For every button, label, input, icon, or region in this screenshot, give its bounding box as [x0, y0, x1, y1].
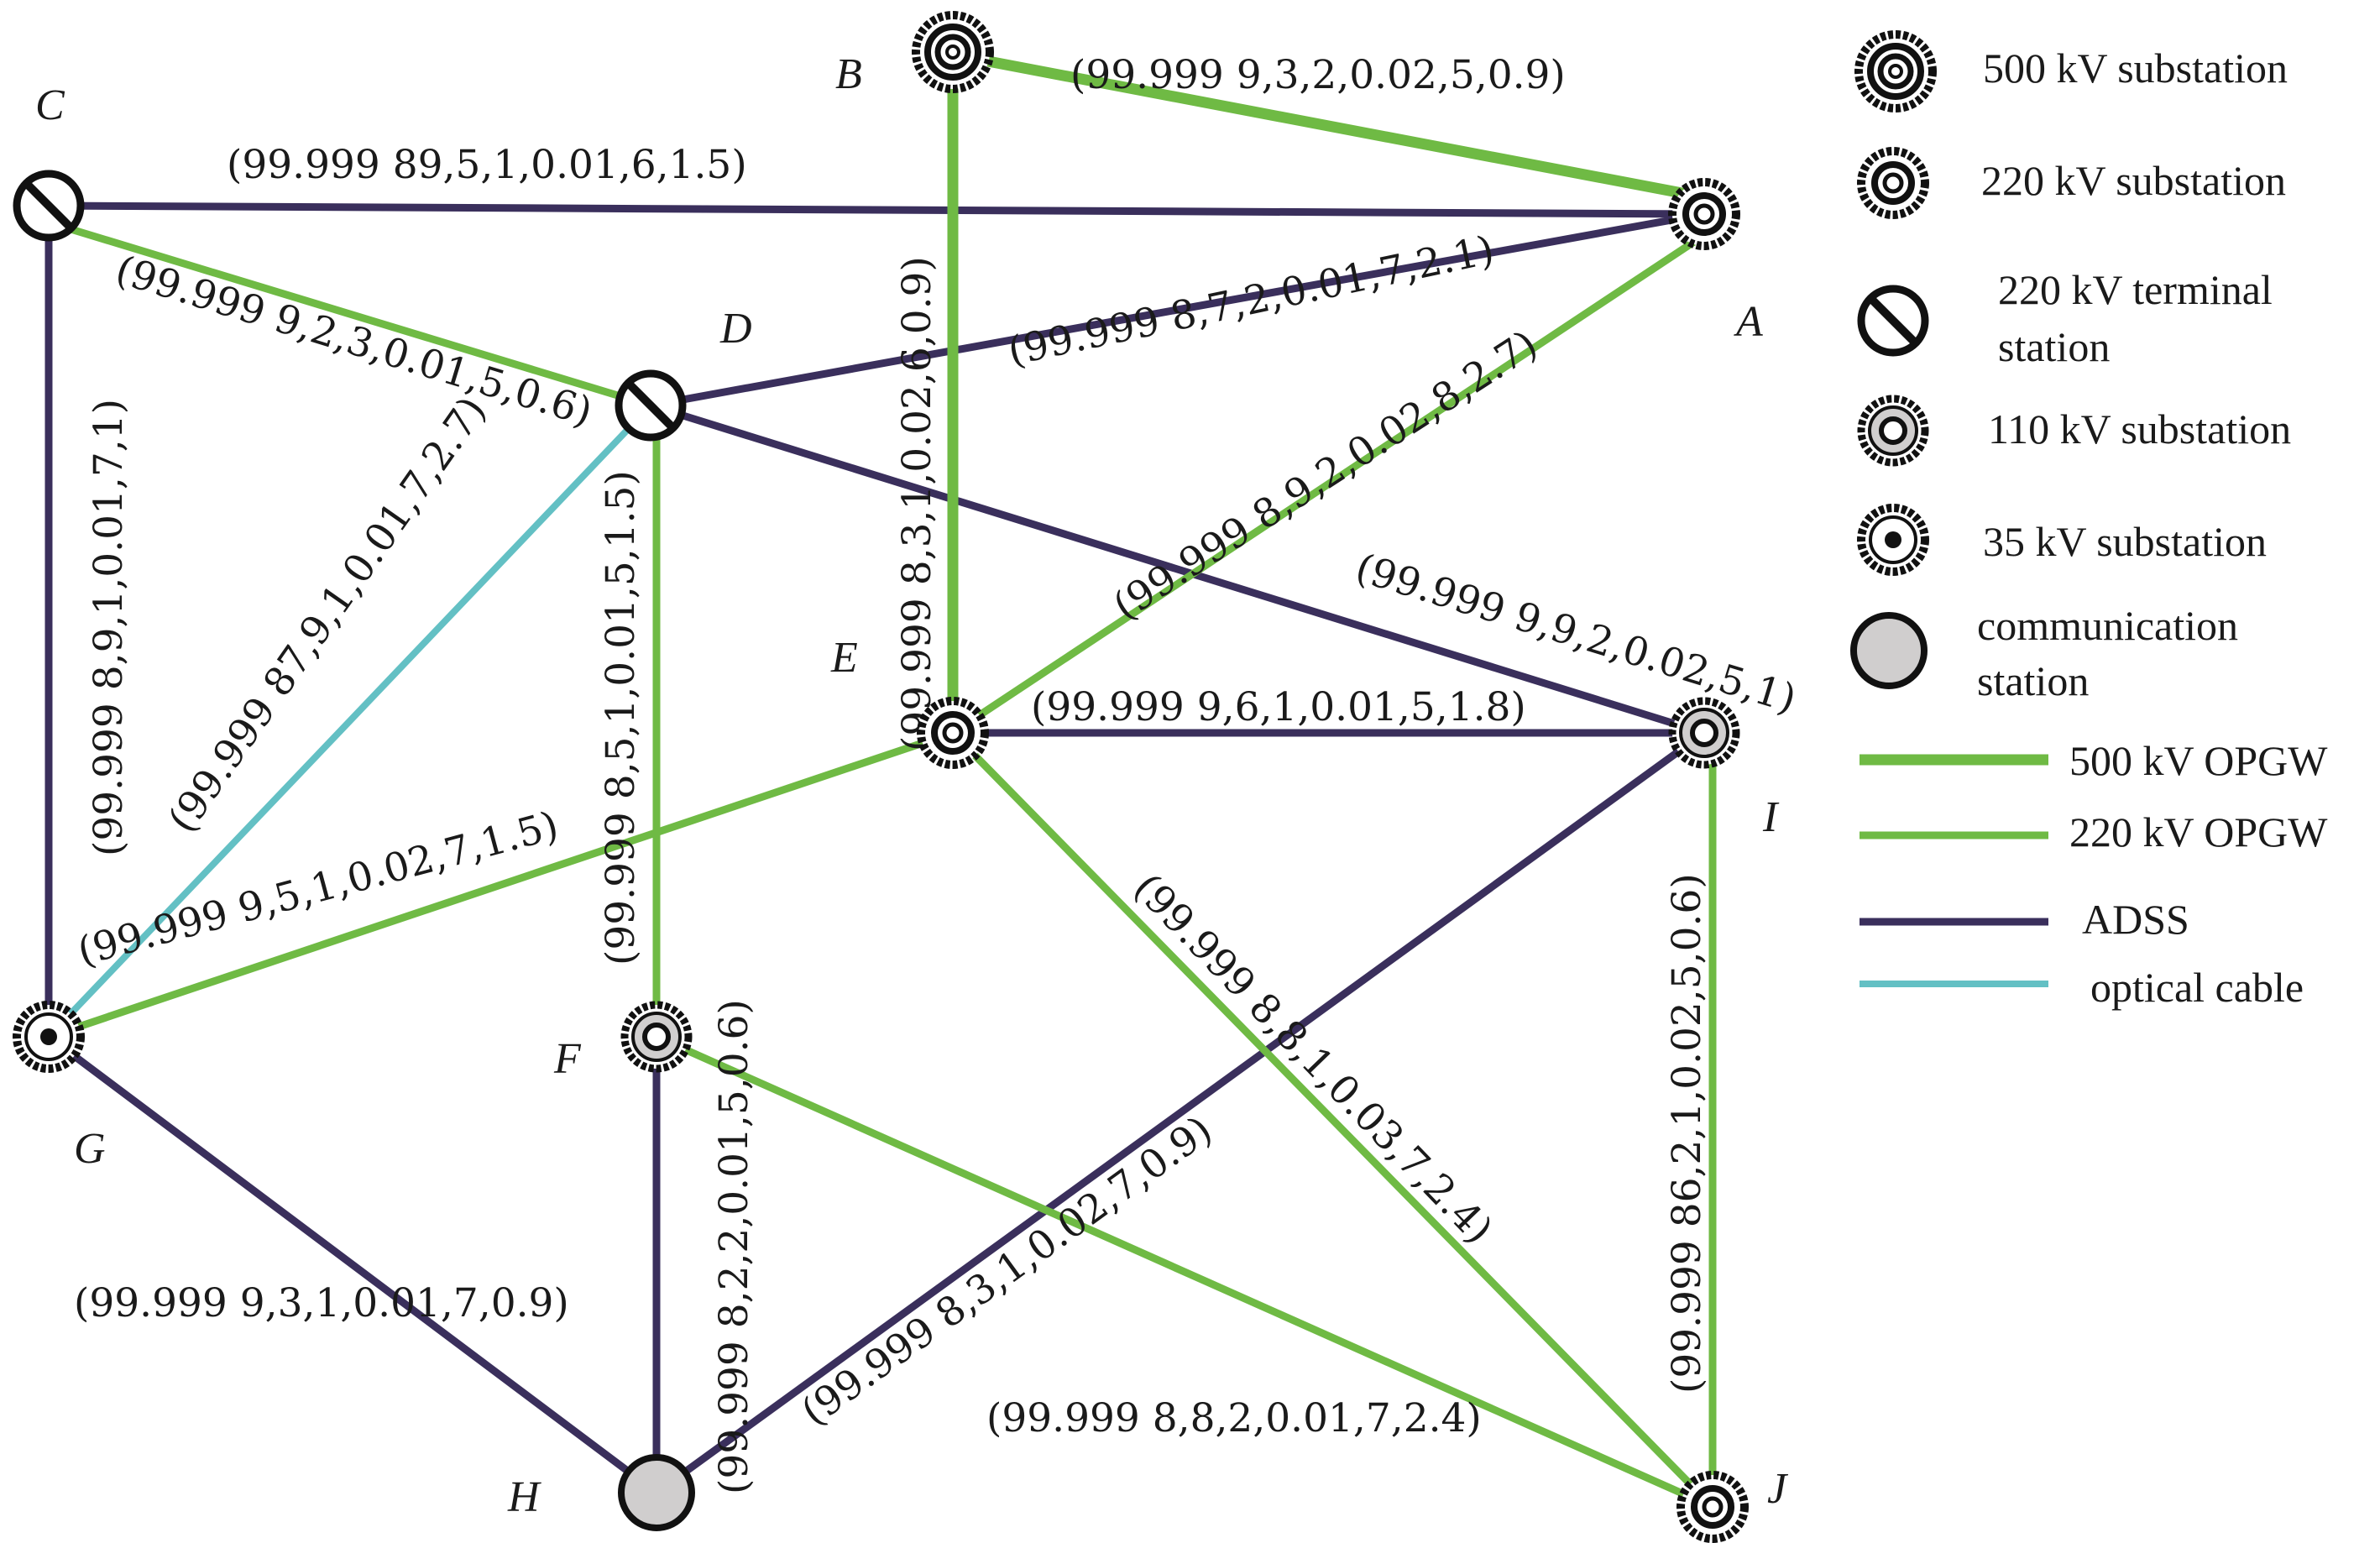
node-name-b: B [835, 50, 862, 98]
label-C-D: (99.999 9,2,3,0.01,5,0.6) [110, 247, 597, 436]
link-H-I [654, 730, 1707, 1496]
label-F-H: (99.999 8,2,2,0.01,5,0.6) [711, 999, 757, 1494]
legend-label-communication-line2: station [1977, 657, 2089, 704]
link-E-J [949, 730, 1716, 1510]
node-names: A B C D E F G H I J [35, 50, 1789, 1521]
link-F-J [655, 1033, 1714, 1511]
node-f-110kv-substation-icon [625, 1005, 688, 1069]
legend-terminal-station-icon [1861, 289, 1925, 353]
node-name-e: E [830, 634, 858, 682]
legend-label-35kv-substation: 35 kV substation [1983, 518, 2267, 565]
node-b-500kv-substation-icon [916, 15, 990, 89]
label-I-J: (99.999 86,2,1,0.02,5,0.6) [1664, 873, 1710, 1394]
legend-35kv-substation-icon [1861, 508, 1925, 572]
node-a-220kv-substation-icon [1672, 182, 1736, 246]
legend-label-220kv-opgw: 220 kV OPGW [2069, 808, 2328, 855]
node-h-communication-station-icon [621, 1457, 692, 1528]
link-E-A [950, 232, 1707, 736]
link-labels: (99.999 9,3,2,0.02,5,0.9) (99.999 89,5,1… [73, 52, 1802, 1494]
legend-label-terminal-station-line2: station [1998, 323, 2110, 370]
label-F-J: (99.999 8,8,2,0.01,7,2.4) [986, 1395, 1482, 1441]
link-G-E [47, 729, 955, 1041]
label-D-G: (99.999 87,9,1,0.01,7,2.7) [160, 389, 495, 841]
legend-communication-station-icon [1854, 615, 1924, 686]
node-j-220kv-substation-icon [1681, 1475, 1744, 1539]
label-E-I: (99.999 9,6,1,0.01,5,1.8) [1031, 684, 1526, 730]
legend-label-500kv-opgw: 500 kV OPGW [2069, 737, 2328, 784]
node-name-a: A [1734, 298, 1763, 346]
link-C-D [47, 218, 652, 410]
legend-label-communication-line1: communication [1977, 602, 2238, 649]
node-g-35kv-substation-icon [17, 1005, 81, 1069]
node-name-f: F [553, 1035, 582, 1083]
legend-label-adss: ADSS [2082, 896, 2189, 943]
legend-label-220kv-substation: 220 kV substation [1981, 157, 2286, 204]
link-D-G [46, 403, 653, 1039]
node-name-c: C [35, 81, 65, 129]
link-C-A [48, 201, 1705, 218]
link-D-I [649, 401, 1706, 737]
legend-label-optical-cable: optical cable [2090, 964, 2304, 1011]
link-B-A [951, 49, 1706, 203]
legend-label-terminal-station-line1: 220 kV terminal [1998, 266, 2273, 313]
node-name-d: D [719, 305, 752, 353]
node-name-j: J [1767, 1465, 1789, 1513]
legend-110kv-substation-icon [1861, 399, 1925, 463]
legend-500kv-substation-icon [1859, 34, 1933, 108]
label-H-I: (99.999 8,3,1,0.02,7,0.9) [793, 1107, 1221, 1436]
node-name-g: G [74, 1125, 106, 1173]
legend: 500 kV substation 220 kV substation 220 … [1854, 34, 2328, 1011]
label-D-A: (99.999 8,7,2,0.01,7,2.1) [1004, 227, 1498, 374]
label-B-E: (99.999 8,3,1,0.02,6,0.9) [894, 256, 940, 751]
node-i-110kv-substation-icon [1672, 701, 1736, 765]
node-d-terminal-station-icon [619, 374, 683, 437]
label-G-H: (99.999 9,3,1,0.01,7,0.9) [74, 1280, 569, 1326]
label-B-A: (99.999 9,3,2,0.02,5,0.9) [1070, 52, 1566, 98]
node-c-terminal-station-icon [17, 174, 81, 238]
label-C-G: (99.999 8,9,1,0.01,7,1) [86, 399, 132, 856]
link-G-H [46, 1033, 659, 1496]
legend-label-500kv-substation: 500 kV substation [1983, 44, 2288, 92]
legend-label-110kv-substation: 110 kV substation [1988, 405, 2291, 452]
legend-220kv-substation-icon [1861, 151, 1925, 215]
link-D-A [650, 210, 1705, 410]
node-name-i: I [1762, 793, 1780, 841]
label-C-A: (99.999 89,5,1,0.01,6,1.5) [227, 142, 747, 188]
label-D-F: (99.999 8,5,1,0.01,5,1.5) [598, 470, 644, 965]
node-e-220kv-substation-icon [921, 701, 985, 765]
node-name-h: H [507, 1473, 541, 1521]
links-layer [44, 49, 1717, 1511]
